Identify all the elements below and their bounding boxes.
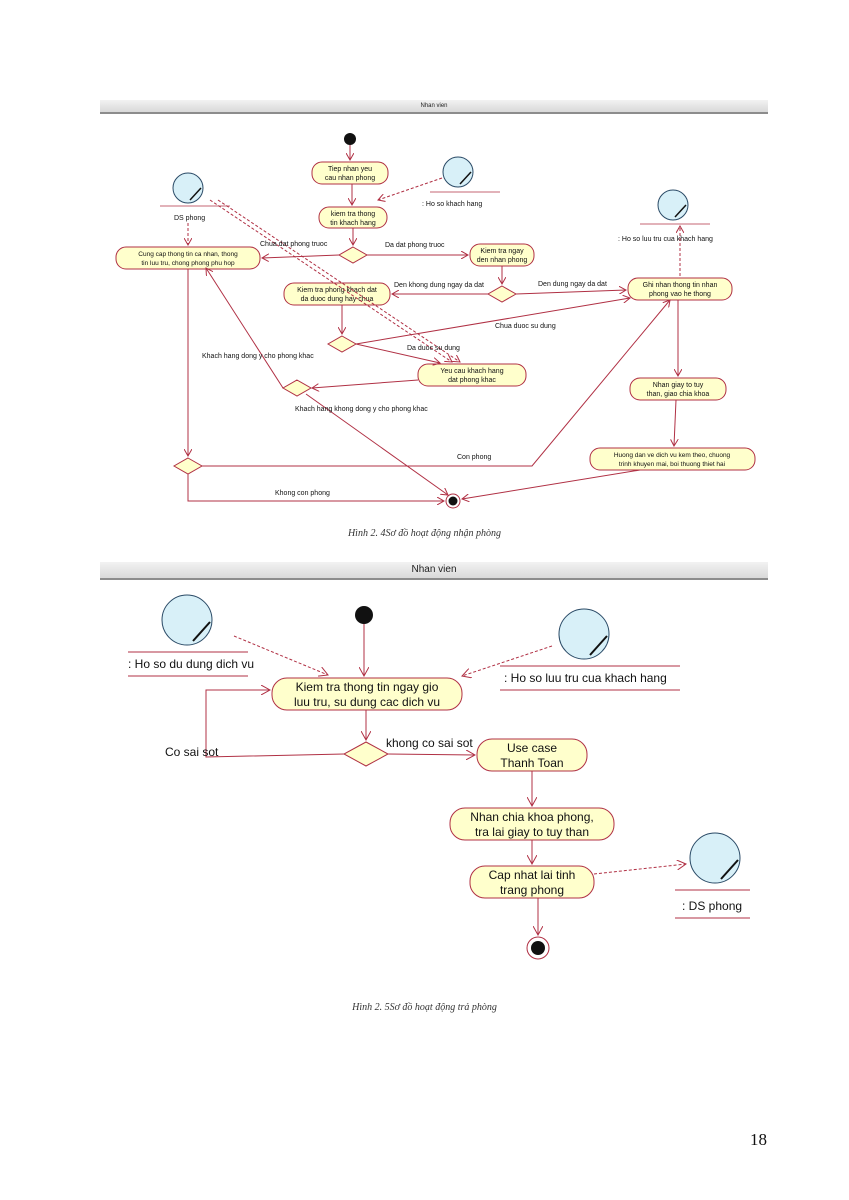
activity-line: den nhan phong [477,257,528,264]
guard-label: Khong con phong [275,490,330,497]
entity-ho-so-luu-tru: : Ho so luu tru cua khach hang [500,608,680,691]
diagram-1-frame: Nhan vien DS phong : Ho so khach hang : … [100,100,768,520]
activity-line: Use case [507,741,557,755]
decision-con-phong [172,457,204,475]
guard-label: Chua dat phong truoc [260,241,328,248]
swimlane-title: Nhan vien [411,564,457,575]
guard-label: Den dung ngay da dat [538,281,607,288]
activity-line: dat phong khac [448,377,496,384]
guard-label: Co sai sot [165,745,219,759]
activity-ghi-nhan: Ghi nhan thong tin nhan phong vao he tho… [627,277,733,301]
entity-label: DS phong [174,215,205,222]
activity-diagram-1: DS phong : Ho so khach hang : Ho so luu … [115,133,756,509]
activity-line: da duoc dung hay chua [301,296,374,303]
activity-kiem-tra-thong-tin: Kiem tra thong tin ngay gio luu tru, su … [271,677,463,711]
figure-caption-2: Hình 2. 5Sơ đồ hoạt động trả phòng [352,1002,497,1013]
guard-label: Con phong [457,454,491,461]
guard-label: Den khong dung ngay da dat [394,282,484,289]
activity-line: tin luu tru, chong phong phu hop [141,260,235,267]
final-node [526,936,550,960]
activity-line: tra lai giay to tuy than [475,825,589,839]
guard-label: Khach hang dong y cho phong khac [202,353,314,360]
activity-line: Kiem tra phong khach dat [297,287,377,294]
entity-ds-phong: DS phong [160,172,230,222]
decision-duoc-su-dung [326,335,358,353]
figure-caption-1: Hình 2. 4Sơ đồ hoạt động nhận phòng [347,528,502,539]
activity-line: Ghi nhan thong tin nhan [643,282,718,289]
entity-ho-so-dich-vu: : Ho so du dung dich vu [128,594,254,677]
activity-huong-dan: Huong dan ve dich vu kem theo, chuong tr… [589,447,756,471]
activity-cap-nhat-tinh-trang: Cap nhat lai tinh trang phong [469,865,595,899]
activity-line: kiem tra thong [331,211,375,218]
activity-use-case-thanh-toan: Use case Thanh Toan [476,738,588,772]
diagram-2-frame: Nhan vien : Ho so du dung dich vu : Ho s… [100,562,768,982]
guard-label: Khach hang khong dong y cho phong khac [295,406,428,413]
activity-yeu-cau-dat-phong-khac: Yeu cau khach hang dat phong khac [417,363,527,387]
entity-ds-phong: : DS phong [675,832,750,919]
initial-node [344,133,356,145]
guard-label: Da duoc su dung [407,345,460,352]
activity-kiem-tra-phong: Kiem tra phong khach dat da duoc dung ha… [283,282,391,306]
guard-label: Da dat phong truoc [385,242,445,249]
entity-label: : Ho so luu tru cua khach hang [504,671,667,685]
swimlane-header: Nhan vien [100,562,768,580]
activity-line: Kiem tra thong tin ngay gio [296,680,439,694]
activity-line: Cung cap thong tin ca nhan, thong [138,251,238,258]
activity-cung-cap-thong-tin: Cung cap thong tin ca nhan, thong tin lu… [115,246,261,270]
entity-ho-so-luu-tru: : Ho so luu tru cua khach hang [618,189,713,243]
swimlane-header: Nhan vien [100,100,768,114]
activity-line: cau nhan phong [325,175,375,182]
activity-line: Kiem tra ngay [480,248,524,255]
decision-da-dat-truoc [337,246,369,264]
entity-label: : DS phong [682,899,742,913]
activity-nhan-giay: Nhan giay to tuy than, giao chia khoa [629,377,727,401]
activity-line: Yeu cau khach hang [440,368,503,375]
entity-ho-so-khach-hang: : Ho so khach hang [422,156,500,208]
activity-line: tin khach hang [330,220,376,227]
activity-line: luu tru, su dung cac dich vu [294,695,440,709]
activity-line: trinh khuyen mai, boi thuong thiet hai [619,461,725,468]
guard-label: khong co sai sot [386,736,473,750]
activity-line: phong vao he thong [649,291,711,298]
activity-line: Tiep nhan yeu [328,166,372,173]
entity-label: : Ho so khach hang [422,201,482,208]
activity-kiem-tra-thong-tin: kiem tra thong tin khach hang [318,206,388,229]
activity-line: Huong dan ve dich vu kem theo, chuong [614,452,731,459]
activity-tiep-nhan-yeu-cau: Tiep nhan yeu cau nhan phong [311,161,389,185]
entity-label: : Ho so du dung dich vu [128,657,254,671]
decision-sai-sot [342,741,390,767]
activity-diagram-2: : Ho so du dung dich vu : Ho so luu tru … [128,594,750,960]
activity-kiem-tra-ngay: Kiem tra ngay den nhan phong [469,243,535,267]
entity-label: : Ho so luu tru cua khach hang [618,236,713,243]
decision-dong-y-phong-khac [281,379,313,397]
activity-line: than, giao chia khoa [647,391,710,398]
final-node [445,493,461,509]
activity-nhan-chia-khoa: Nhan chia khoa phong, tra lai giay to tu… [449,807,615,841]
swimlane-title: Nhan vien [420,103,448,109]
activity-line: Cap nhat lai tinh [489,868,576,882]
activity-line: trang phong [500,883,564,897]
initial-node [355,606,373,624]
activity-line: Nhan giay to tuy [653,382,704,389]
decision-dung-ngay [486,285,518,303]
page-number: 18 [750,1130,767,1149]
activity-line: Nhan chia khoa phong, [470,810,593,824]
guard-label: Chua duoc su dung [495,323,556,330]
activity-line: Thanh Toan [500,756,563,770]
